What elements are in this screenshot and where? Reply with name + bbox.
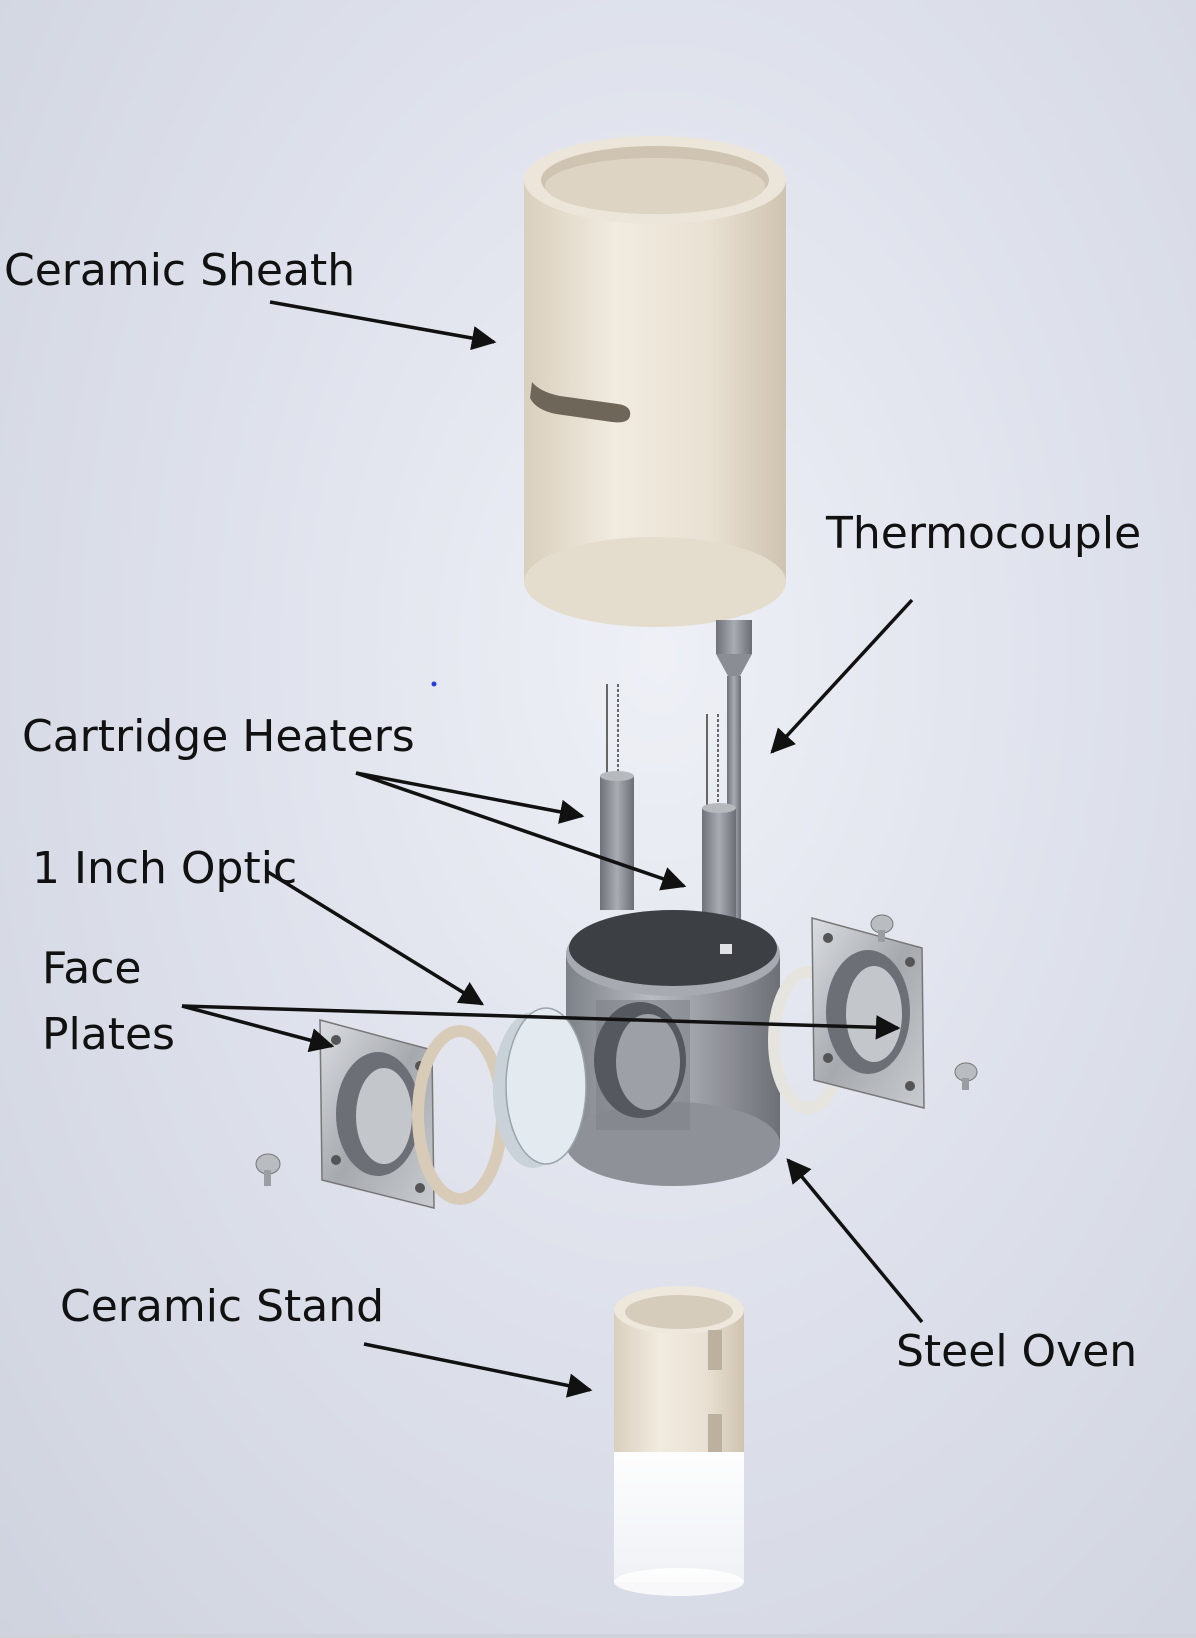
pointer-arrows (181, 300, 924, 1398)
label-steel-oven: Steel Oven (896, 1326, 1138, 1377)
label-cartridge-heaters: Cartridge Heaters (22, 711, 415, 762)
label-face-plates: Face Plates (42, 936, 175, 1068)
face-plate-arrow-right (181, 1004, 901, 1040)
label-ceramic-stand: Ceramic Stand (60, 1281, 385, 1332)
label-face-plates-line2: Plates (42, 1009, 175, 1060)
one-inch-optic (493, 1007, 587, 1168)
cartridge-heater-arrow-2 (355, 771, 687, 891)
label-thermocouple: Thermocouple (826, 508, 1142, 559)
thermocouple-arrow (770, 598, 914, 754)
label-one-inch-optic: 1 Inch Optic (32, 843, 298, 894)
steel-oven (566, 910, 780, 1186)
cartridge-heater-arrow-1 (355, 771, 585, 824)
ceramic-sheath (524, 136, 786, 627)
left-face-plate (319, 1019, 435, 1209)
right-screws (870, 914, 978, 1090)
left-screw (255, 1153, 281, 1186)
ceramic-stand (614, 1286, 744, 1596)
stray-dot (431, 681, 437, 687)
bottom-edge-line (0, 1634, 1196, 1638)
ceramic-stand-arrow (363, 1342, 593, 1398)
optic-arrow (267, 870, 485, 1006)
cartridge-heaters (600, 684, 736, 944)
label-face-plates-line1: Face (42, 943, 142, 994)
face-plate-arrow-left (181, 1004, 335, 1053)
right-face-plate (811, 917, 925, 1109)
steel-oven-arrow (786, 1158, 924, 1324)
label-ceramic-sheath: Ceramic Sheath (4, 245, 356, 296)
ceramic-sheath-arrow (269, 300, 497, 351)
